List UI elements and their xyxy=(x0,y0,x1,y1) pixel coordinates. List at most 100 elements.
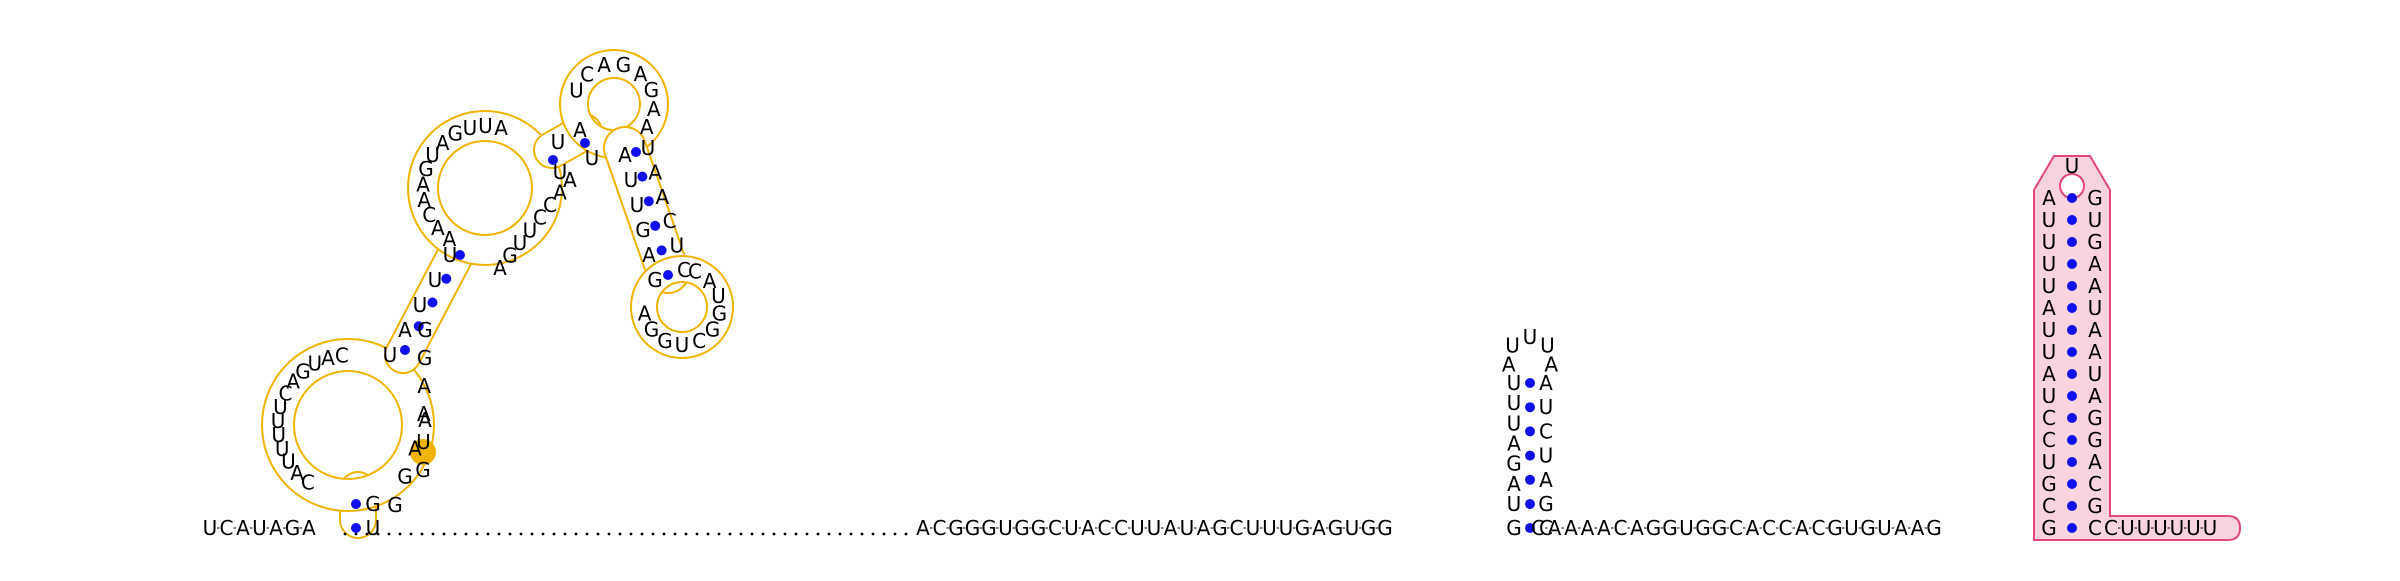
nucleotide-G: G xyxy=(657,329,673,353)
unstructured-dot xyxy=(508,532,512,536)
nucleotide-G: G xyxy=(1646,516,1662,540)
base-pair-dot xyxy=(637,171,648,182)
unstructured-dot xyxy=(882,532,886,536)
nucleotide-C: C xyxy=(2042,494,2056,518)
nucleotide-A: A xyxy=(321,346,335,370)
nucleotide-A: A xyxy=(417,374,431,398)
unstructured-dot xyxy=(497,532,501,536)
unstructured-dot xyxy=(816,532,820,536)
nucleotide-A: A xyxy=(1630,516,1644,540)
nucleotide-C: C xyxy=(677,258,691,282)
nucleotide-U: U xyxy=(2042,340,2057,364)
nucleotide-U: U xyxy=(513,231,528,255)
nucleotide-U: U xyxy=(2088,296,2103,320)
unstructured-dot xyxy=(651,532,655,536)
unstructured-dot xyxy=(453,532,457,536)
nucleotide-G: G xyxy=(2087,494,2103,518)
nucleotide-U: U xyxy=(641,136,656,160)
nucleotide-U: U xyxy=(2042,384,2057,408)
base-pair-dot xyxy=(351,499,361,509)
nucleotide-A: A xyxy=(1081,516,1095,540)
nucleotide-C: C xyxy=(533,206,547,230)
nucleotide-C: C xyxy=(1812,516,1826,540)
nucleotide-U: U xyxy=(1523,325,1538,349)
nucleotide-C: C xyxy=(1531,516,1545,540)
unstructured-dot xyxy=(640,532,644,536)
nucleotide-C: C xyxy=(2042,406,2056,430)
nucleotide-A: A xyxy=(618,143,632,167)
unstructured-dot xyxy=(563,532,567,536)
nucleotide-U: U xyxy=(1246,516,1261,540)
nucleotide-U: U xyxy=(383,343,398,367)
unstructured-dot xyxy=(772,532,776,536)
nucleotide-G: G xyxy=(1014,516,1030,540)
nucleotide-G: G xyxy=(948,516,964,540)
unstructured-dot xyxy=(706,532,710,536)
nucleotide-C: C xyxy=(1048,516,1062,540)
nucleotide-A: A xyxy=(417,188,431,212)
unstructured-dot xyxy=(607,532,611,536)
nucleotide-C: C xyxy=(1539,516,1553,540)
base-pair-dot xyxy=(656,245,667,256)
nucleotide-A: A xyxy=(597,53,611,77)
nucleotide-A: A xyxy=(236,516,250,540)
base-pair-dot xyxy=(1525,426,1535,437)
nucleotide-A: A xyxy=(286,370,300,394)
nucleotide-U: U xyxy=(1345,516,1360,540)
unstructured-dot xyxy=(486,532,490,536)
nucleotide-A: A xyxy=(1197,516,1211,540)
nucleotide-U: U xyxy=(428,268,443,292)
nucleotide-G: G xyxy=(295,359,311,383)
nucleotide-G: G xyxy=(1212,516,1228,540)
nucleotide-U: U xyxy=(998,516,1013,540)
unstructured-dot xyxy=(717,532,721,536)
base-pair-dot xyxy=(351,523,361,533)
unstructured-dot xyxy=(794,532,798,536)
nucleotide-G: G xyxy=(1538,492,1554,516)
nucleotide-C: C xyxy=(663,209,677,233)
nucleotide-U: U xyxy=(1180,516,1195,540)
unstructured-dot xyxy=(574,532,578,536)
nucleotide-C: C xyxy=(1539,419,1553,443)
nucleotide-A: A xyxy=(2088,340,2102,364)
nucleotide-C: C xyxy=(688,259,702,283)
nucleotide-U: U xyxy=(2042,450,2057,474)
nucleotide-G: G xyxy=(644,318,660,342)
nucleotide-U: U xyxy=(1507,371,1522,395)
nucleotide-A: A xyxy=(1795,516,1809,540)
domain-fill xyxy=(409,112,561,264)
nucleotide-U: U xyxy=(252,516,267,540)
nucleotide-C: C xyxy=(933,516,947,540)
nucleotide-U: U xyxy=(463,116,478,140)
nucleotide-U: U xyxy=(2088,208,2103,232)
nucleotide-G: G xyxy=(635,218,651,242)
nucleotide-A: A xyxy=(1539,468,1553,492)
nucleotide-U: U xyxy=(425,143,440,167)
unstructured-dot xyxy=(673,532,677,536)
unstructured-dot xyxy=(442,532,446,536)
nucleotide-U: U xyxy=(2065,154,2080,178)
base-pair-dot xyxy=(455,250,465,260)
unstructured-dot xyxy=(365,532,369,536)
nucleotide-U: U xyxy=(2153,516,2168,540)
nucleotide-C: C xyxy=(2088,472,2102,496)
base-pair-dot xyxy=(2067,215,2077,225)
nucleotide-A: A xyxy=(1564,516,1578,540)
nucleotide-G: G xyxy=(1662,516,1678,540)
nucleotide-A: A xyxy=(553,181,567,205)
nucleotide-A: A xyxy=(1312,516,1326,540)
unstructured-dot xyxy=(871,532,875,536)
unstructured-dot xyxy=(805,532,809,536)
nucleotide-G: G xyxy=(285,516,301,540)
nucleotide-C: C xyxy=(1098,516,1112,540)
nucleotide-G: G xyxy=(2087,406,2103,430)
nucleotide-A: A xyxy=(2042,362,2056,386)
nucleotide-G: G xyxy=(417,346,433,370)
domain-fill xyxy=(263,340,433,510)
nucleotide-C: C xyxy=(1729,516,1743,540)
base-pair-dot xyxy=(413,321,424,332)
unstructured-dot xyxy=(343,532,347,536)
unstructured-dot xyxy=(519,532,523,536)
